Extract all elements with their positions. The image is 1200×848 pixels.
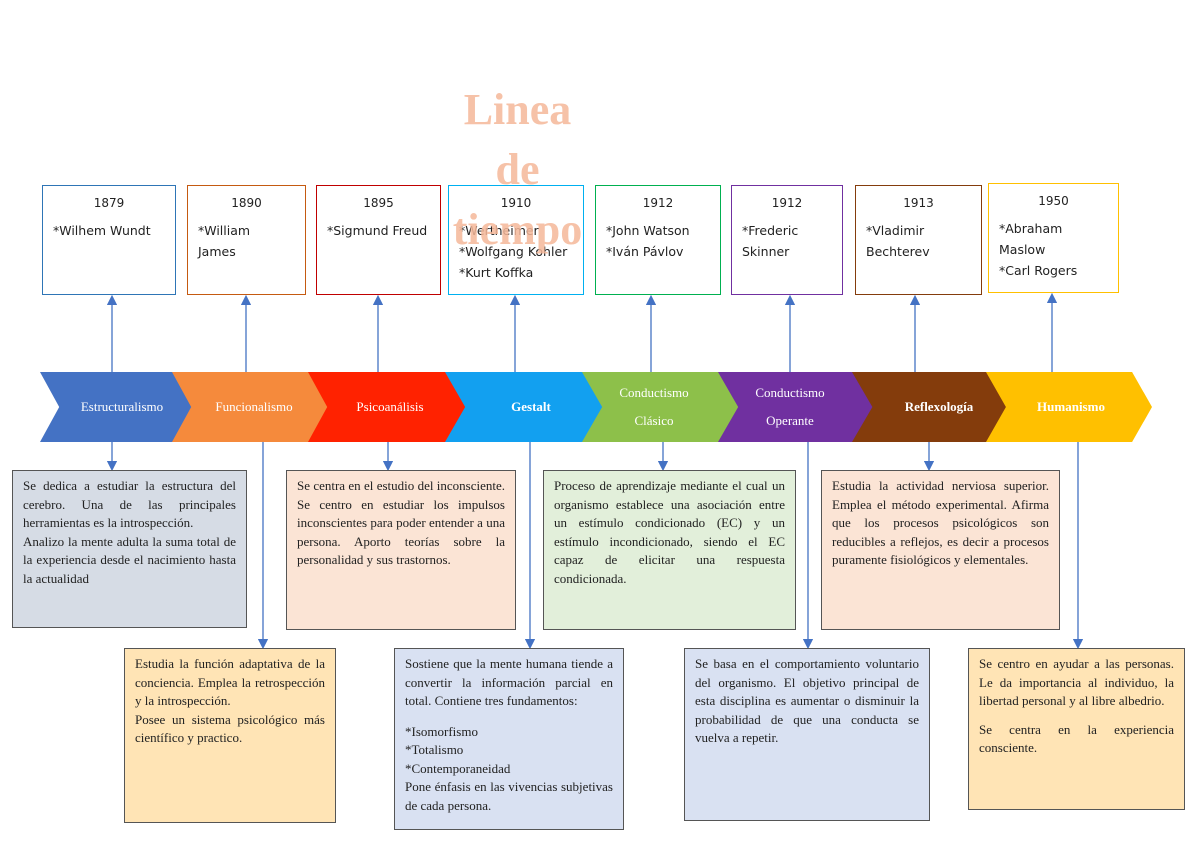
stage-label-gestalt: Gestalt	[511, 399, 551, 414]
card-names: *John Watson *Iván Pávlov	[606, 220, 720, 262]
chevron-psicoanalisis	[308, 372, 468, 442]
card-names: *Abraham Maslow *Carl Rogers	[999, 218, 1118, 281]
card-year: 1950	[1038, 194, 1069, 208]
card-names: *William James	[198, 220, 305, 262]
year-card-1895: 1895 *Sigmund Freud	[316, 185, 441, 295]
chevron-humanismo	[986, 372, 1152, 442]
stage-label-humanismo: Humanismo	[1037, 399, 1105, 414]
card-name: *Abraham	[999, 221, 1063, 236]
description-text: Posee un sistema psicológico más científ…	[135, 711, 325, 746]
description-text: Se centro en ayudar a las personas. Le d…	[979, 656, 1174, 708]
stage-label-estructuralismo: Estructuralismo	[80, 399, 164, 414]
stage-label-psicoanalisis: Psicoanálisis	[356, 399, 424, 414]
card-year: 1890	[231, 196, 262, 210]
description-text: Se basa en el comportamiento voluntario …	[695, 656, 919, 745]
card-year: 1895	[363, 196, 394, 210]
card-name: *Vladimir	[866, 223, 925, 238]
card-name: Skinner	[742, 244, 790, 259]
description-funcionalismo: Estudia la función adaptativa de la conc…	[124, 648, 336, 823]
year-card-1890: 1890 *William James	[187, 185, 306, 295]
card-names: *Frederic Skinner	[742, 220, 842, 262]
chevron-estructuralismo	[40, 372, 200, 442]
card-names: *Wilhem Wundt	[53, 220, 175, 241]
card-names: *Wertheimer *Wolfgang Kohler *Kurt Koffk…	[459, 220, 583, 283]
card-name: *Frederic	[742, 223, 799, 238]
card-name: *Iván Pávlov	[606, 244, 684, 259]
year-card-1879: 1879 *Wilhem Wundt	[42, 185, 176, 295]
card-year: 1912	[771, 196, 803, 210]
description-text: Se dedica a estudiar la estructura del c…	[23, 478, 236, 530]
chevron-funcionalismo	[172, 372, 332, 442]
card-name: *Carl Rogers	[999, 263, 1078, 278]
description-psicoanalisis: Se centra en el estudio del inconsciente…	[286, 470, 516, 630]
description-text: Analizo la mente adulta la suma total de…	[23, 533, 236, 586]
year-card-1912-watson: 1912 *John Watson *Iván Pávlov	[595, 185, 721, 295]
card-year: 1910	[500, 196, 532, 210]
description-text: Estudia la actividad nerviosa superior. …	[832, 478, 1049, 567]
description-conductismo-clasico: Proceso de aprendizaje mediante el cual …	[543, 470, 796, 630]
stage-label-funcionalismo: Funcionalismo	[215, 399, 293, 414]
card-name: James	[198, 244, 236, 259]
card-name: Bechterev	[866, 244, 930, 259]
year-card-1950: 1950 *Abraham Maslow *Carl Rogers	[988, 183, 1119, 293]
stage-label-conductismo-clasico: Conductismo Clásico	[619, 385, 689, 428]
year-card-1910: 1910 *Wertheimer *Wolfgang Kohler *Kurt …	[448, 185, 584, 295]
description-gestalt: Sostiene que la mente humana tiende a co…	[394, 648, 624, 830]
card-names: *Sigmund Freud	[327, 220, 440, 241]
chevron-gestalt	[445, 372, 613, 442]
card-name: *Sigmund Freud	[327, 223, 428, 238]
card-name: *John Watson	[606, 223, 690, 238]
description-text: *Contemporaneidad	[405, 760, 511, 776]
description-text: Estudia la función adaptativa de la conc…	[135, 656, 325, 708]
description-text: *Isomorfismo	[405, 723, 478, 739]
description-text: Se centra en la experiencia consciente.	[979, 721, 1174, 756]
description-text: Proceso de aprendizaje mediante el cual …	[554, 478, 785, 586]
description-humanismo: Se centro en ayudar a las personas. Le d…	[968, 648, 1185, 810]
card-name: *Wilhem Wundt	[53, 223, 151, 238]
stage-label-conductismo-operante: Conductismo Operante	[755, 385, 825, 428]
year-card-1913: 1913 *Vladimir Bechterev	[855, 185, 982, 295]
year-card-1912-skinner: 1912 *Frederic Skinner	[731, 185, 843, 295]
card-year: 1913	[903, 196, 934, 210]
card-name: *Kurt Koffka	[459, 265, 534, 280]
card-year: 1879	[93, 196, 125, 210]
description-reflexologia: Estudia la actividad nerviosa superior. …	[821, 470, 1060, 630]
description-text: *Totalismo	[405, 742, 464, 757]
card-year: 1912	[642, 196, 674, 210]
description-conductismo-operante: Se basa en el comportamiento voluntario …	[684, 648, 930, 821]
stage-label-reflexologia: Reflexología	[904, 399, 974, 414]
card-names: *Vladimir Bechterev	[866, 220, 981, 262]
chevron-conductismo-clasico	[582, 372, 750, 442]
chevron-conductismo-operante	[718, 372, 886, 442]
description-text: Pone énfasis en las vivencias subjetivas…	[405, 779, 613, 813]
description-text: Sostiene que la mente humana tiende a co…	[405, 656, 613, 708]
card-name: *Wolfgang Kohler	[459, 244, 568, 259]
description-estructuralismo: Se dedica a estudiar la estructura del c…	[12, 470, 247, 628]
chevron-reflexologia	[852, 372, 1022, 442]
card-name: *William	[198, 223, 251, 238]
card-name: *Wertheimer	[459, 223, 539, 238]
description-text: Se centra en el estudio del inconsciente…	[297, 478, 505, 567]
card-name: Maslow	[999, 242, 1046, 257]
